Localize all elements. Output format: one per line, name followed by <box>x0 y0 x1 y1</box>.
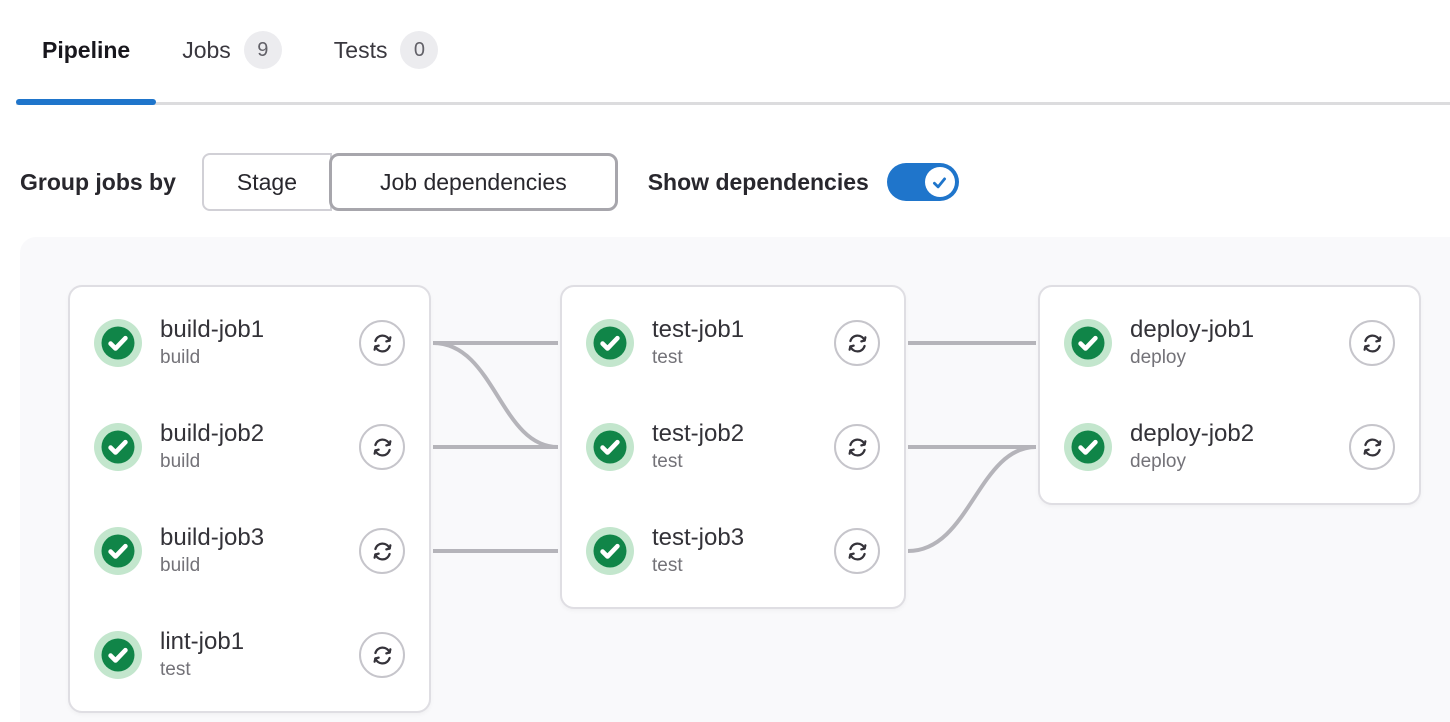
status-success-check-icon <box>1064 319 1112 367</box>
pipeline-graph-panel: build-job1 build build-job2 build <box>20 237 1450 722</box>
job-row[interactable]: test-job1 test <box>562 291 904 395</box>
retry-job-button[interactable] <box>834 320 880 366</box>
job-row[interactable]: build-job2 build <box>70 395 429 499</box>
job-stage-label: deploy <box>1130 451 1186 472</box>
dependency-links-layer <box>432 341 1037 553</box>
pipeline-group-card: test-job1 test test-job2 test <box>560 285 906 609</box>
status-success-check-icon <box>586 527 634 575</box>
job-text: test-job3 test <box>652 524 744 578</box>
job-name: build-job1 <box>160 316 265 344</box>
job-stage-label: build <box>160 347 201 368</box>
job-row[interactable]: build-job1 build <box>70 291 429 395</box>
job-text: build-job2 build <box>160 420 264 474</box>
group-by-stage-button[interactable]: Stage <box>201 153 332 211</box>
tab-jobs-label: Jobs <box>182 36 231 63</box>
group-by-job-dependencies-button[interactable]: Job dependencies <box>329 153 618 211</box>
retry-job-button[interactable] <box>359 424 405 470</box>
job-stage-label: test <box>652 555 683 576</box>
job-text: test-job1 test <box>652 316 744 370</box>
retry-job-button[interactable] <box>359 632 405 678</box>
status-success-check-icon <box>1064 423 1112 471</box>
check-icon <box>933 177 947 188</box>
tab-tests-label: Tests <box>333 36 388 63</box>
retry-job-button[interactable] <box>834 424 880 470</box>
job-stage-label: test <box>652 347 683 368</box>
group-jobs-by-segmented-control: Stage Job dependencies <box>201 153 618 211</box>
status-success-check-icon <box>94 423 142 471</box>
retry-icon <box>1363 437 1381 457</box>
toggle-knob <box>924 167 955 197</box>
status-success-check-icon <box>586 423 634 471</box>
job-row[interactable]: test-job3 test <box>562 499 904 603</box>
retry-icon <box>848 437 866 457</box>
retry-icon <box>373 645 391 665</box>
job-name: deploy-job1 <box>1130 316 1255 344</box>
job-text: deploy-job2 deploy <box>1130 420 1254 474</box>
job-stage-label: build <box>160 451 201 472</box>
pipeline-group-card: build-job1 build build-job2 build <box>68 285 431 713</box>
retry-job-button[interactable] <box>1349 320 1395 366</box>
retry-job-button[interactable] <box>834 528 880 574</box>
job-row[interactable]: lint-job1 test <box>70 603 429 707</box>
job-name: test-job1 <box>652 316 745 344</box>
retry-job-button[interactable] <box>1349 424 1395 470</box>
graph-controls: Group jobs by Stage Job dependencies Sho… <box>20 153 1450 211</box>
dependency-link-build-job1-to-test-job2 <box>432 341 559 449</box>
retry-icon <box>373 437 391 457</box>
status-success-check-icon <box>94 631 142 679</box>
pipeline-group-card: deploy-job1 deploy deploy-job2 deploy <box>1038 285 1421 505</box>
retry-icon <box>373 333 391 353</box>
job-row[interactable]: build-job3 build <box>70 499 429 603</box>
retry-job-button[interactable] <box>359 320 405 366</box>
status-success-check-icon <box>94 319 142 367</box>
status-success-check-icon <box>94 527 142 575</box>
job-text: test-job2 test <box>652 420 744 474</box>
job-name: build-job2 <box>160 420 265 448</box>
job-name: build-job3 <box>160 524 265 552</box>
job-text: build-job3 build <box>160 524 264 578</box>
show-dependencies-label: Show dependencies <box>647 168 869 195</box>
job-row[interactable]: deploy-job1 deploy <box>1040 291 1419 395</box>
job-name: test-job2 <box>652 420 745 448</box>
job-text: lint-job1 test <box>160 628 244 682</box>
job-name: deploy-job2 <box>1130 420 1255 448</box>
tab-jobs[interactable]: Jobs 9 <box>156 0 308 102</box>
retry-job-button[interactable] <box>359 528 405 574</box>
tests-count-badge: 0 <box>400 31 439 69</box>
job-row[interactable]: test-job2 test <box>562 395 904 499</box>
pipeline-tabs: Pipeline Jobs 9 Tests 0 <box>16 0 1450 105</box>
retry-icon <box>848 541 866 561</box>
job-name: test-job3 <box>652 524 745 552</box>
group-jobs-by-label: Group jobs by <box>20 168 176 195</box>
job-text: deploy-job1 deploy <box>1130 316 1254 370</box>
status-success-check-icon <box>586 319 634 367</box>
tab-pipeline[interactable]: Pipeline <box>16 0 157 105</box>
dependency-link-test-job3-to-deploy-job2 <box>907 445 1037 553</box>
job-row[interactable]: deploy-job2 deploy <box>1040 395 1419 499</box>
jobs-count-badge: 9 <box>243 31 282 69</box>
retry-icon <box>1363 333 1381 353</box>
show-dependencies-toggle[interactable] <box>886 163 959 201</box>
tab-tests[interactable]: Tests 0 <box>308 0 465 102</box>
job-stage-label: test <box>652 451 683 472</box>
job-stage-label: deploy <box>1130 347 1186 368</box>
job-name: lint-job1 <box>160 628 245 656</box>
job-text: build-job1 build <box>160 316 264 370</box>
job-stage-label: test <box>160 659 191 680</box>
retry-icon <box>373 541 391 561</box>
tab-pipeline-label: Pipeline <box>42 36 131 63</box>
job-stage-label: build <box>160 555 201 576</box>
retry-icon <box>848 333 866 353</box>
